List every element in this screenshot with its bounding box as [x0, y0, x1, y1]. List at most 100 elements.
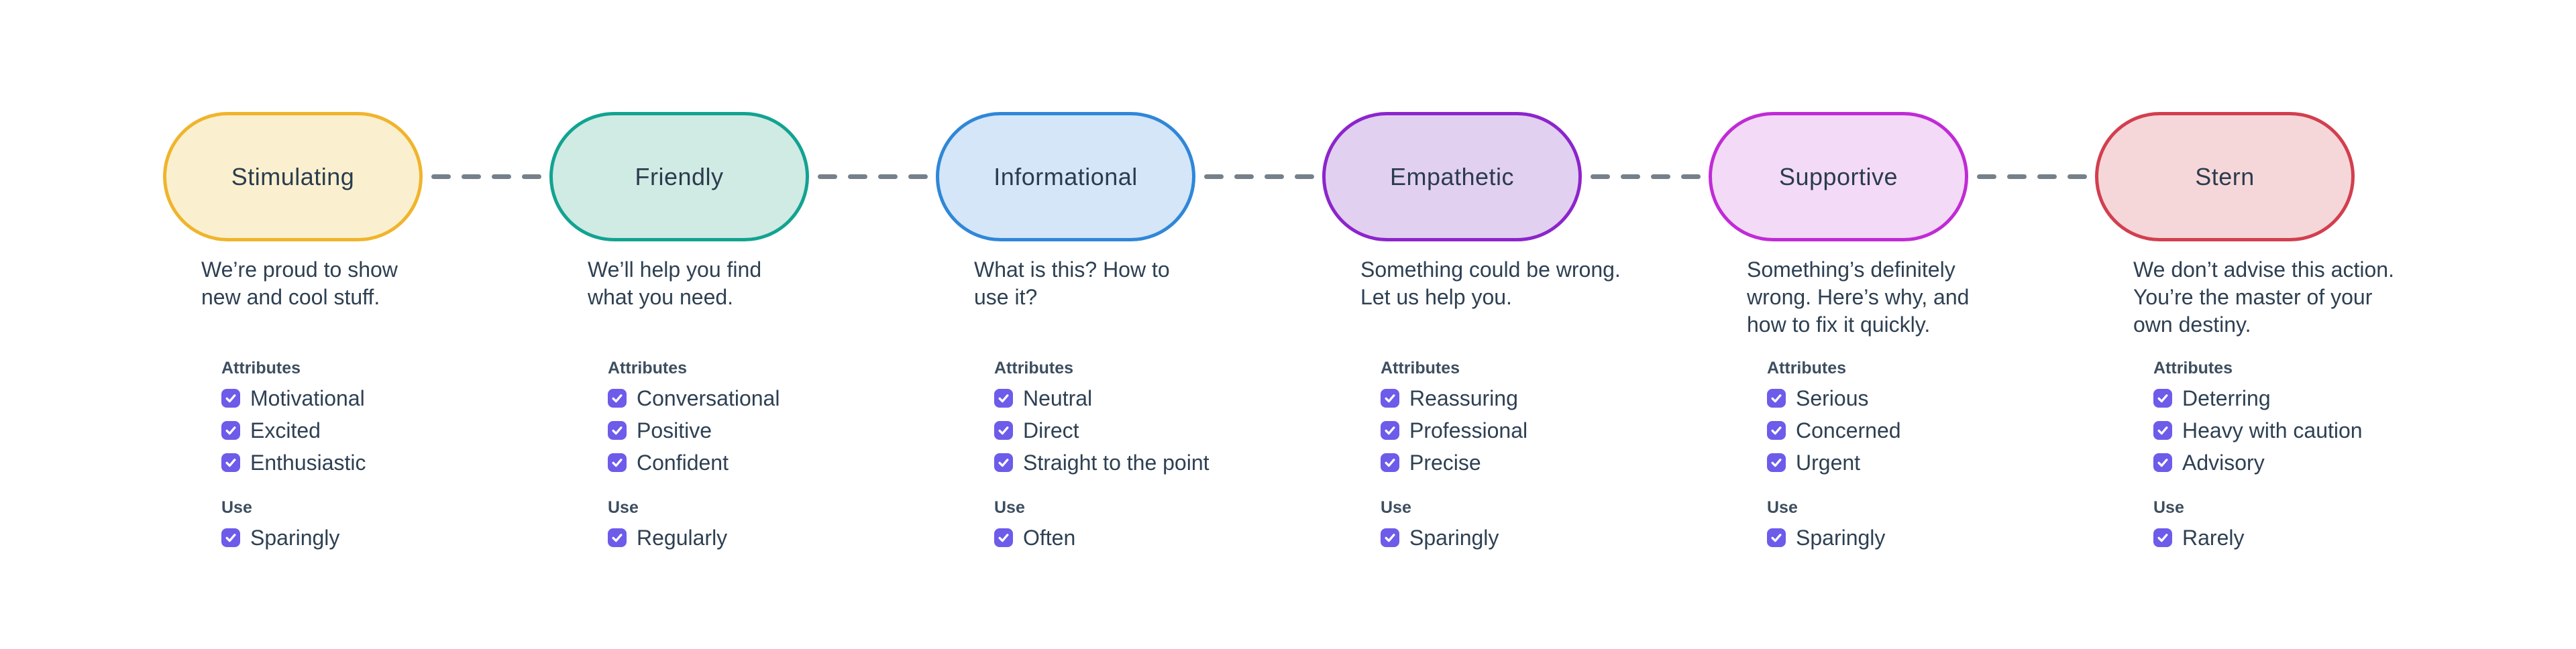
checkbox-checked-icon[interactable] — [1767, 421, 1786, 440]
attribute-item[interactable]: Urgent — [1767, 447, 2089, 479]
tone-pill-informational: Informational — [936, 112, 1195, 241]
attributes-section: Attributes Neutral Direct Straight to th… — [994, 357, 1316, 479]
dashed-connector — [1591, 174, 1701, 179]
checkbox-checked-icon[interactable] — [994, 453, 1013, 472]
use-item[interactable]: Sparingly — [221, 522, 543, 554]
checkbox-checked-icon[interactable] — [2153, 389, 2172, 408]
attribute-item[interactable]: Excited — [221, 414, 543, 447]
checkbox-checked-icon[interactable] — [994, 389, 1013, 408]
checkbox-checked-icon[interactable] — [1381, 389, 1399, 408]
checkbox-checked-icon[interactable] — [1767, 528, 1786, 547]
tone-column-stern: Stern We don’t advise this action. You’r… — [2095, 0, 2394, 649]
tone-title: Informational — [994, 162, 1138, 190]
checkbox-checked-icon[interactable] — [221, 389, 240, 408]
use-label: Often — [1023, 525, 1076, 550]
attribute-item[interactable]: Conversational — [608, 382, 930, 414]
use-header: Use — [1381, 498, 1411, 517]
attribute-label: Excited — [250, 418, 321, 442]
tone-pill-stern: Stern — [2095, 112, 2355, 241]
attribute-label: Urgent — [1796, 450, 1861, 475]
use-item[interactable]: Often — [994, 522, 1316, 554]
tone-column-empathetic: Empathetic Something could be wrong. Let… — [1322, 0, 1621, 649]
attribute-item[interactable]: Precise — [1381, 447, 1703, 479]
tone-description: What is this? How to use it? — [974, 257, 1170, 309]
use-label: Regularly — [637, 525, 728, 550]
dashed-connector — [818, 174, 928, 179]
checkbox-checked-icon[interactable] — [608, 528, 627, 547]
attribute-item[interactable]: Enthusiastic — [221, 447, 543, 479]
attribute-item[interactable]: Serious — [1767, 382, 2089, 414]
checkbox-checked-icon[interactable] — [2153, 421, 2172, 440]
attribute-label: Heavy with caution — [2182, 418, 2363, 442]
tone-description: We don’t advise this action. You’re the … — [2133, 257, 2394, 337]
checkbox-checked-icon[interactable] — [608, 453, 627, 472]
attributes-section: Attributes Reassuring Professional Preci… — [1381, 357, 1703, 479]
checkbox-checked-icon[interactable] — [994, 528, 1013, 547]
checkbox-checked-icon[interactable] — [608, 389, 627, 408]
tone-column-friendly: Friendly We’ll help you find what you ne… — [549, 0, 809, 649]
attribute-item[interactable]: Direct — [994, 414, 1316, 447]
attribute-item[interactable]: Motivational — [221, 382, 543, 414]
use-item[interactable]: Rarely — [2153, 522, 2475, 554]
use-header: Use — [1767, 498, 1798, 517]
checkbox-checked-icon[interactable] — [1767, 453, 1786, 472]
use-label: Sparingly — [1409, 525, 1499, 550]
attribute-label: Confident — [637, 450, 729, 475]
checkbox-checked-icon[interactable] — [1381, 528, 1399, 547]
attribute-item[interactable]: Reassuring — [1381, 382, 1703, 414]
dashed-connector — [1204, 174, 1314, 179]
checkbox-checked-icon[interactable] — [2153, 528, 2172, 547]
checkbox-checked-icon[interactable] — [1381, 453, 1399, 472]
tone-column-supportive: Supportive Something’s definitely wrong.… — [1709, 0, 1969, 649]
tone-column-stimulating: Stimulating We’re proud to show new and … — [163, 0, 423, 649]
checkbox-checked-icon[interactable] — [994, 421, 1013, 440]
tone-pill-empathetic: Empathetic — [1322, 112, 1582, 241]
attribute-item[interactable]: Advisory — [2153, 447, 2475, 479]
attribute-item[interactable]: Deterring — [2153, 382, 2475, 414]
use-section: Use Sparingly — [221, 496, 543, 554]
attributes-section: Attributes Deterring Heavy with caution … — [2153, 357, 2475, 479]
checkbox-checked-icon[interactable] — [221, 453, 240, 472]
dashed-connector — [1977, 174, 2087, 179]
checkbox-checked-icon[interactable] — [1767, 389, 1786, 408]
attribute-item[interactable]: Straight to the point — [994, 447, 1316, 479]
tone-title: Stimulating — [231, 162, 355, 190]
attribute-label: Advisory — [2182, 450, 2265, 475]
attributes-header: Attributes — [1381, 359, 1460, 377]
attribute-label: Precise — [1409, 450, 1481, 475]
attribute-item[interactable]: Neutral — [994, 382, 1316, 414]
use-section: Use Rarely — [2153, 496, 2475, 554]
attribute-item[interactable]: Heavy with caution — [2153, 414, 2475, 447]
use-item[interactable]: Regularly — [608, 522, 930, 554]
attribute-item[interactable]: Confident — [608, 447, 930, 479]
tone-pill-stimulating: Stimulating — [163, 112, 423, 241]
tone-title: Stern — [2195, 162, 2255, 190]
use-item[interactable]: Sparingly — [1381, 522, 1703, 554]
checkbox-checked-icon[interactable] — [1381, 421, 1399, 440]
use-header: Use — [994, 498, 1025, 517]
attribute-label: Positive — [637, 418, 712, 442]
attribute-item[interactable]: Positive — [608, 414, 930, 447]
attributes-section: Attributes Motivational Excited Enthusia… — [221, 357, 543, 479]
checkbox-checked-icon[interactable] — [608, 421, 627, 440]
attribute-label: Reassuring — [1409, 386, 1518, 410]
checkbox-checked-icon[interactable] — [221, 421, 240, 440]
attribute-label: Professional — [1409, 418, 1528, 442]
attribute-item[interactable]: Concerned — [1767, 414, 2089, 447]
use-header: Use — [2153, 498, 2184, 517]
attribute-label: Direct — [1023, 418, 1079, 442]
use-section: Use Sparingly — [1767, 496, 2089, 554]
use-section: Use Sparingly — [1381, 496, 1703, 554]
attribute-label: Neutral — [1023, 386, 1093, 410]
use-section: Use Regularly — [608, 496, 930, 554]
attribute-item[interactable]: Professional — [1381, 414, 1703, 447]
use-section: Use Often — [994, 496, 1316, 554]
tone-description: Something could be wrong. Let us help yo… — [1360, 257, 1621, 309]
use-header: Use — [221, 498, 252, 517]
use-item[interactable]: Sparingly — [1767, 522, 2089, 554]
checkbox-checked-icon[interactable] — [221, 528, 240, 547]
tone-pill-supportive: Supportive — [1709, 112, 1968, 241]
attributes-header: Attributes — [1767, 359, 1847, 377]
attribute-label: Motivational — [250, 386, 365, 410]
checkbox-checked-icon[interactable] — [2153, 453, 2172, 472]
